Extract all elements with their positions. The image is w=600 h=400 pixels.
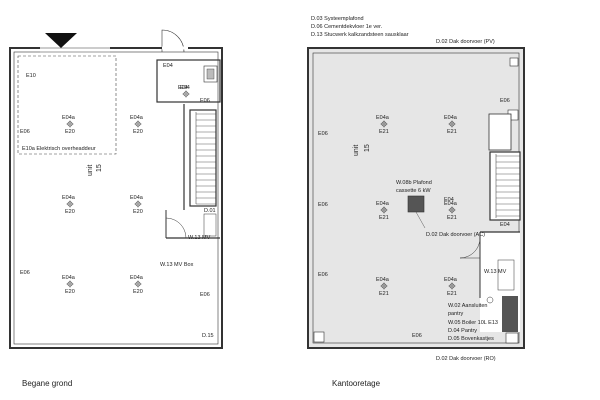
pantry-block (502, 296, 518, 332)
fixture-code-label: E04a (376, 201, 390, 207)
ground-unit-label: unit (87, 165, 94, 176)
fixture-circuit-label: E20 (65, 209, 75, 215)
fixture-circuit-label: E21 (447, 291, 457, 297)
switch-label: E04 (180, 85, 190, 91)
ground-outer-wall (9, 47, 223, 349)
overhead-door-zone (17, 55, 117, 155)
fixture-code-label: E04a (444, 115, 458, 121)
switch-label: E04 (163, 63, 173, 69)
socket-label: E06 (318, 272, 328, 278)
label-d15: D.15 (202, 333, 214, 339)
label-pantry: pantry (448, 311, 464, 317)
socket-label: E06 (412, 333, 422, 339)
entrance-arrow-icon (45, 33, 77, 48)
office-unit-number: 15 (364, 144, 371, 152)
meter-cabinet (203, 65, 218, 83)
label-w05: W.05 Boiler 10L E13 (448, 320, 498, 326)
fixture-code-label: E04a (444, 277, 458, 283)
fixture-code-label: E04a (130, 115, 144, 121)
office-floor-plan: D.03 Systeemplafond D.06 Cementdekvloer … (307, 16, 525, 362)
office-unit-label: unit (353, 145, 360, 156)
label-cassette: cassette 6 kW (396, 188, 431, 194)
switch-label: E04 (444, 197, 454, 203)
fixture-code-label: E04a (130, 275, 144, 281)
caption-ground: Begane grond (22, 379, 72, 388)
note-d06: D.06 Cementdekvloer 1e ver. (311, 24, 383, 30)
ground-inner-wall (13, 51, 219, 345)
caption-office: Kantooretage (332, 379, 381, 388)
socket-label: E06 (200, 98, 210, 104)
socket-label: E06 (318, 202, 328, 208)
ground-unit-number: 15 (96, 164, 103, 172)
fixture-circuit-label: E21 (379, 291, 389, 297)
label-w13-mvbox: W.13 MV Box (160, 262, 194, 268)
ground-floor-plan: unit 15 E10 E10a Elektrisch overheaddeur… (9, 29, 223, 349)
fixture-circuit-label: E20 (65, 289, 75, 295)
label-w02: W.02 Aansluiten (448, 303, 487, 309)
fixture-code-label: E04a (444, 201, 458, 207)
label-e10a: E10a Elektrisch overheaddeur (22, 146, 96, 152)
fixture-code-label: E04a (62, 115, 76, 121)
label-w13-mv-office: W.13 MV (484, 269, 507, 275)
fixture-code-label: E04 (178, 85, 188, 91)
label-d02-ac: D.02 Dak doorvoer (AC) (426, 232, 485, 238)
label-d05: D.05 Bovenkastjes (448, 336, 494, 342)
fixture-code-label: E04a (62, 275, 76, 281)
socket-label: E06 (20, 270, 30, 276)
fixture-circuit-label: E21 (379, 215, 389, 221)
note-d13: D.13 Stucwerk kalkzandsteen sausklaar (311, 32, 409, 38)
door-swing-ground (165, 217, 187, 239)
fixture-circuit-label: E21 (379, 129, 389, 135)
note-d03: D.03 Systeemplafond (311, 16, 364, 22)
label-d02-pv: D.02 Dak doorvoer (PV) (436, 39, 495, 45)
fixture-circuit-label: E21 (447, 215, 457, 221)
label-e10: E10 (26, 73, 36, 79)
overhead-door-opening (40, 45, 110, 53)
fixture-code-label: E04a (130, 195, 144, 201)
fixture-circuit-label: E20 (133, 129, 143, 135)
switch-label: E04 (500, 222, 510, 228)
fixture-code-label: E04a (376, 115, 390, 121)
ac-cassette (407, 195, 425, 213)
socket-label: E06 (200, 292, 210, 298)
fixture-code-label: E04a (62, 195, 76, 201)
label-d04: D.04 Pantry (448, 328, 477, 334)
fixture-circuit-label: E21 (447, 129, 457, 135)
label-d01: D.01 (204, 208, 216, 214)
small-room (156, 59, 221, 103)
fixture-code-label: E04a (376, 277, 390, 283)
fixture-circuit-label: E20 (133, 209, 143, 215)
label-w08b: W.08b Plafond (396, 180, 432, 186)
label-w13-mv: W.13 MV (188, 235, 211, 241)
fixture-circuit-label: E20 (65, 129, 75, 135)
stairs (189, 109, 217, 207)
socket-label: E06 (500, 98, 510, 104)
label-d02-ro: D.02 Dak doorvoer (RO) (436, 356, 496, 362)
socket-label: E06 (318, 131, 328, 137)
socket-label: E06 (20, 129, 30, 135)
light-fixture: E04 (178, 85, 190, 98)
fixture-circuit-label: E20 (133, 289, 143, 295)
